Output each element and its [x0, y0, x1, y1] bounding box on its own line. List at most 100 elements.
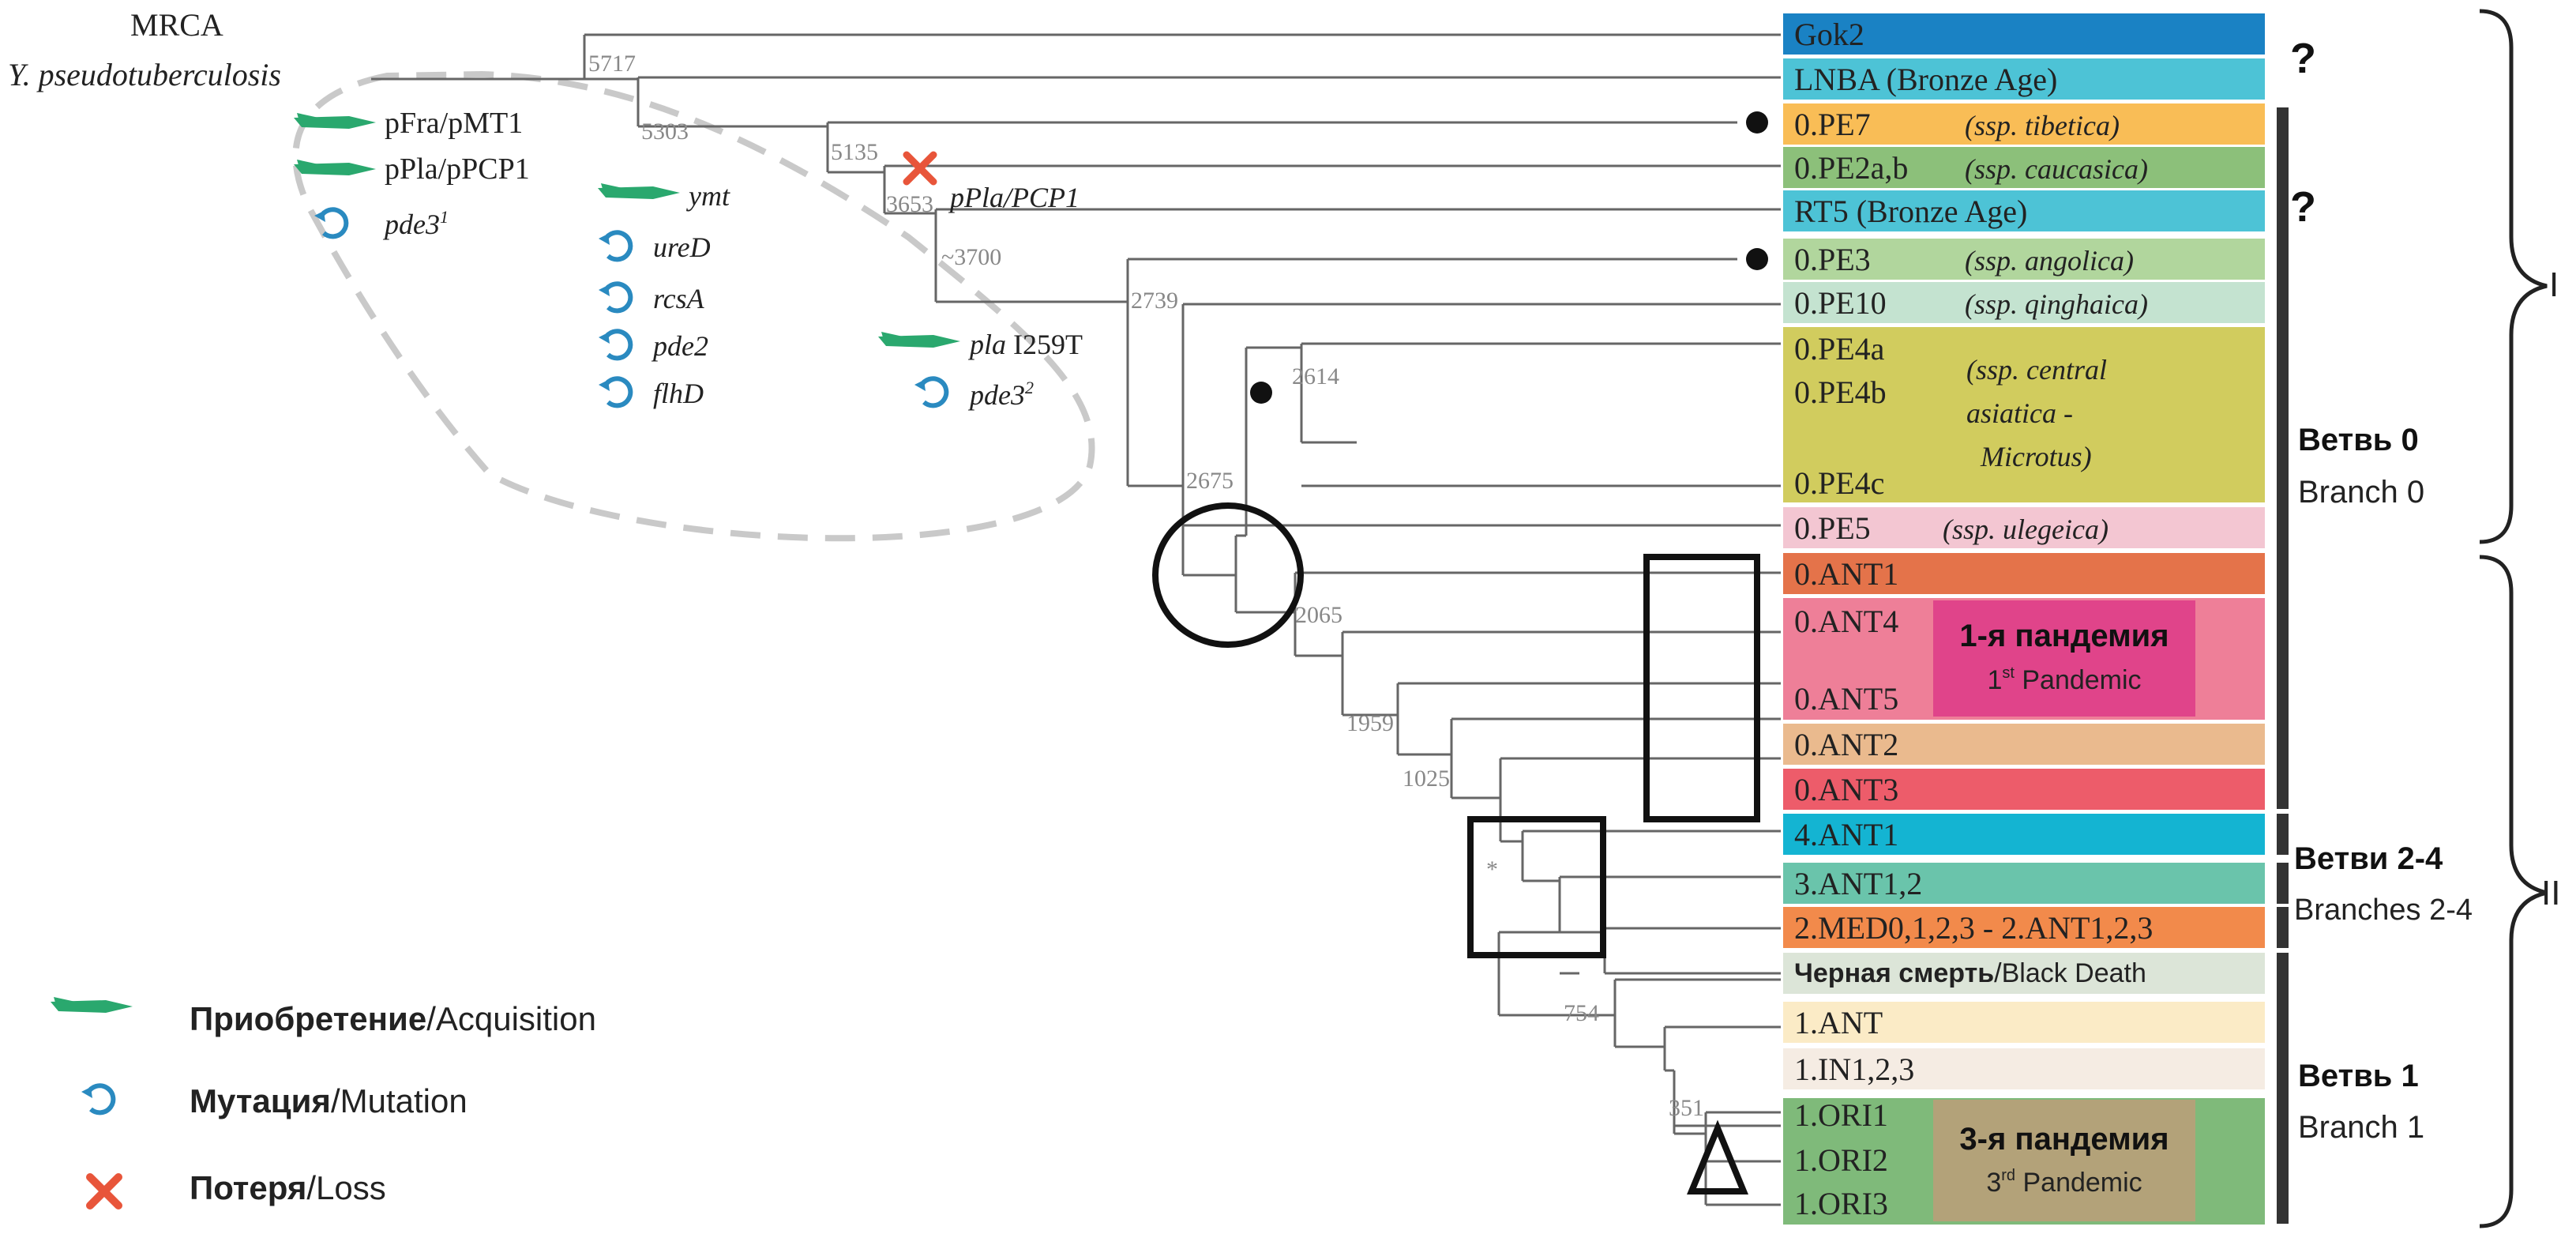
group-brace-i [2479, 9, 2548, 544]
lineage-label: 0.PE10 [1794, 285, 1887, 321]
lineage-label: 0.ANT4 [1794, 604, 1898, 639]
node-age-1959: 1959 [1346, 710, 1394, 736]
root-subtitle: Y. pseudotuberculosis [8, 57, 281, 92]
branch-2-4-bar-b [2277, 863, 2289, 904]
lineage-ssp: (ssp. ulegeica) [1943, 514, 2108, 545]
phylogenetic-tree [371, 33, 1781, 1206]
node-age-star: * [1486, 856, 1498, 882]
branch-1-bar [2277, 953, 2289, 1224]
first-pandemic-en: 1st Pandemic [1987, 664, 2141, 695]
bar-rt5 [1783, 190, 2265, 231]
group-brace-ii [2479, 555, 2548, 1228]
lineage-ssp: (ssp. caucasica) [1965, 153, 2148, 185]
branch-0-bar [2277, 107, 2289, 809]
bar-3ant [1783, 863, 2265, 904]
lineage-label: 0.PE7 [1794, 107, 1871, 142]
mutation-icon [81, 1085, 113, 1112]
lineage-ssp: (ssp. central [1966, 354, 2107, 386]
node-age-3700: ~3700 [941, 244, 1001, 270]
event-mut-pde3: pde31 [382, 207, 449, 240]
ancestral-events-loop [292, 70, 1095, 542]
branch-2-4-bar-a [2277, 814, 2289, 855]
node-age-2614: 2614 [1292, 363, 1339, 389]
highlight-triangle [1687, 1119, 1748, 1194]
event-acq-ymt: ymt [686, 180, 730, 212]
bar-2med [1783, 907, 2265, 948]
node-5303-events: ymt ureD rcsA pde2 flhD [598, 180, 730, 409]
bar-ant1 [1783, 553, 2265, 594]
group-label-ii: II [2541, 874, 2560, 912]
acquisition-icon [294, 113, 376, 129]
lineage-label: 0.ANT1 [1794, 556, 1898, 592]
node-age-754: 754 [1564, 1000, 1599, 1026]
highlight-box-branches-2-4 [1467, 816, 1606, 958]
lineage-label: 0.ANT3 [1794, 772, 1898, 807]
root-title: MRCA [130, 7, 223, 43]
lineage-label: 0.PE4b [1794, 374, 1887, 410]
branch-0-label-ru: Ветвь 0 [2298, 423, 2419, 457]
lineage-label: 0.ANT5 [1794, 681, 1898, 717]
third-pandemic-ru: 3-я пандемия [1959, 1122, 2169, 1157]
branch-1-label-ru: Ветвь 1 [2298, 1059, 2419, 1093]
acquisition-icon [294, 160, 376, 175]
mutation-icon [599, 378, 630, 405]
event-mut-rcsa: rcsA [653, 283, 705, 314]
lineage-label: 3.ANT1,2 [1794, 866, 1922, 901]
node-age-2065: 2065 [1295, 602, 1342, 628]
lineage-label: 1.ORI1 [1794, 1097, 1888, 1133]
node-age-5135: 5135 [831, 139, 878, 165]
node-age-5717: 5717 [588, 51, 636, 77]
lineage-label: 2.MED0,1,2,3 - 2.ANT1,2,3 [1794, 910, 2153, 946]
mutation-icon [914, 378, 946, 405]
node-marker-pe7 [1746, 111, 1768, 134]
bar-pe7 [1783, 103, 2265, 145]
branch-2-4-bar-c [2277, 907, 2289, 948]
mutation-icon [599, 331, 630, 358]
root-events: pFra/pMT1 pPla/pPCP1 pde31 [294, 107, 530, 240]
branch-1-label-en: Branch 1 [2298, 1110, 2424, 1145]
node-age-3653: 3653 [886, 191, 933, 217]
node-age-2675: 2675 [1186, 468, 1234, 494]
legend: Приобретение/Acquisition Мутация/Mutatio… [51, 997, 596, 1210]
acquisition-icon [878, 332, 960, 348]
bar-pe4 [1783, 327, 2265, 502]
node-age-5303: 5303 [641, 119, 689, 145]
event-acq-ppla: pPla/pPCP1 [385, 152, 530, 186]
question-mark: ? [2290, 183, 2316, 231]
bar-ant3 [1783, 769, 2265, 810]
bar-pe2 [1783, 147, 2265, 188]
acquisition-icon [598, 183, 680, 199]
bar-pe3 [1783, 239, 2265, 280]
lineage-label: 0.PE5 [1794, 510, 1871, 546]
third-pandemic-en: 3rd Pandemic [1986, 1167, 2142, 1198]
loss-event: pPla/PCP1 [903, 151, 1080, 213]
legend-loss: Потеря/Loss [190, 1169, 386, 1206]
lineage-ssp: (ssp. angolica) [1965, 245, 2134, 277]
highlight-ellipse [1152, 502, 1304, 648]
lineage-label: 0.PE4a [1794, 331, 1885, 367]
lineage-label: 1.ORI2 [1794, 1142, 1888, 1178]
first-pandemic-ru: 1-я пандемия [1959, 619, 2169, 653]
bar-gok2 [1783, 13, 2265, 55]
group-label-i: I [2549, 265, 2559, 304]
lineage-ssp: Microtus) [1980, 441, 2092, 472]
third-pandemic-box [1933, 1100, 2195, 1221]
node-age-351: 351 [1669, 1095, 1704, 1121]
branch-0-label-en: Branch 0 [2298, 475, 2424, 510]
event-acq-pfra: pFra/pMT1 [385, 107, 523, 140]
bar-black-death [1783, 953, 2265, 994]
bar-ant2 [1783, 724, 2265, 765]
lineage-label: 0.ANT2 [1794, 727, 1898, 762]
event-loss-ppla: pPla/PCP1 [948, 182, 1080, 213]
event-mut-ured: ureD [653, 231, 711, 263]
lineage-ssp: (ssp. tibetica) [1965, 110, 2120, 141]
event-acq-pla: pla I259T [967, 329, 1083, 360]
lineage-labels: Gok2 LNBA (Bronze Age) 0.PE7 (ssp. tibet… [1794, 17, 2153, 1221]
node-age-2739: 2739 [1131, 288, 1178, 314]
legend-acquisition: Приобретение/Acquisition [190, 1000, 596, 1037]
lineage-label: 4.ANT1 [1794, 817, 1898, 852]
lineage-label: 1.ORI3 [1794, 1186, 1888, 1221]
highlight-box-first-pandemic [1643, 554, 1760, 822]
branch-2-4-label-ru: Ветви 2-4 [2294, 841, 2443, 876]
